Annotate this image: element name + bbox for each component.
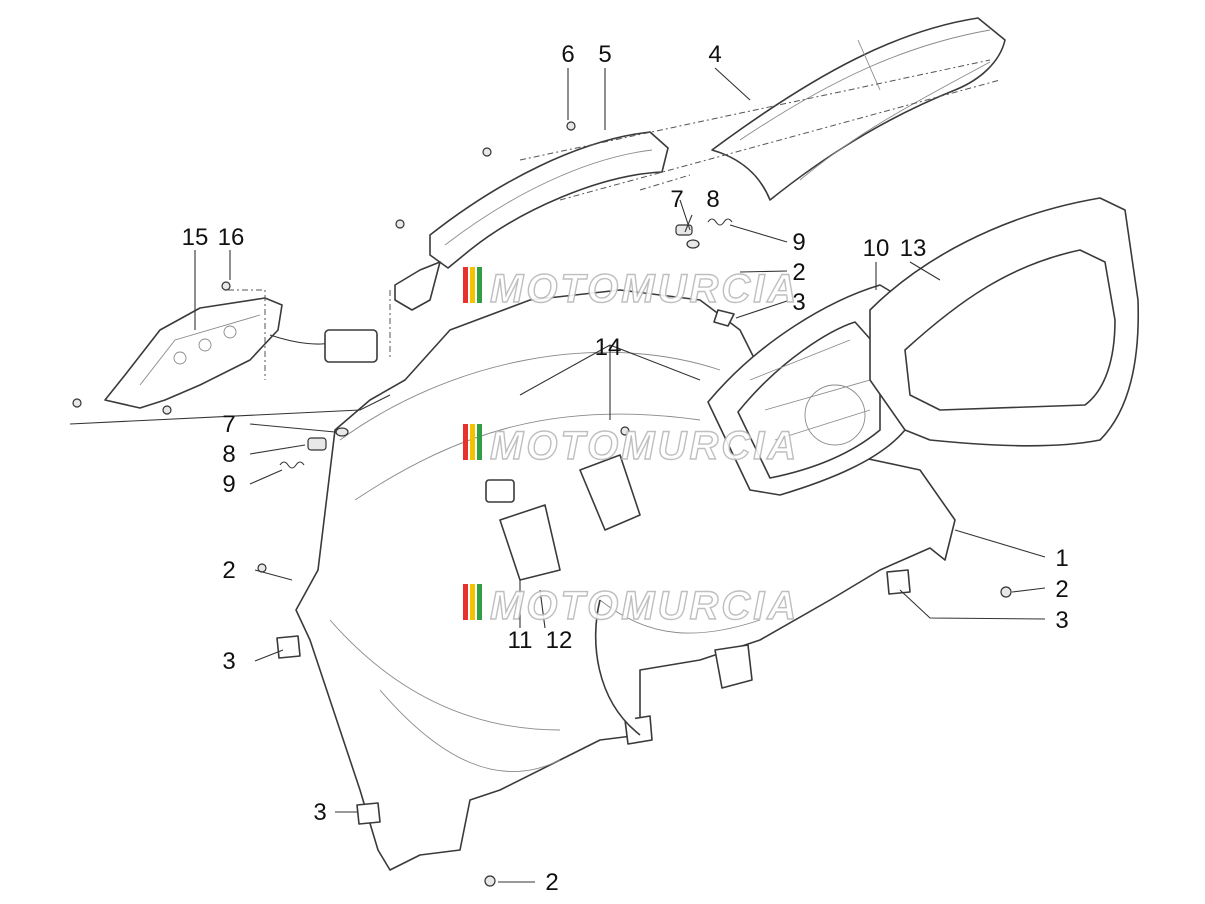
label-2-left: 2	[222, 557, 235, 584]
part-5-upper-trim	[394, 131, 669, 311]
label-8-upper: 8	[706, 186, 719, 213]
label-8-left: 8	[222, 441, 235, 468]
watermark-bottom: MOTOMURCIA	[463, 583, 799, 629]
part-number-labels: 6 5 4 7 8 9 2 3 10 13 1 2 3 15 16 14 7 8…	[182, 41, 1069, 896]
watermark-middle: MOTOMURCIA	[463, 423, 799, 469]
label-1: 1	[1055, 545, 1068, 572]
label-2-right: 2	[1055, 576, 1068, 603]
part-13-bezel	[869, 197, 1140, 447]
label-9-upper: 9	[792, 229, 805, 256]
label-3-right: 3	[1055, 607, 1068, 634]
label-6: 6	[561, 41, 574, 68]
label-2-bottom: 2	[545, 869, 558, 896]
label-3-left: 3	[222, 648, 235, 675]
fasteners	[72, 121, 1012, 887]
part-10-instrument-cluster	[707, 284, 906, 496]
label-14: 14	[595, 334, 622, 361]
label-3-bottom: 3	[313, 799, 326, 826]
leader-lines	[69, 67, 1046, 883]
label-4: 4	[708, 41, 721, 68]
assembly-lines	[228, 59, 1001, 380]
label-12: 12	[546, 627, 573, 654]
label-11: 11	[508, 627, 533, 654]
label-10: 10	[863, 235, 890, 262]
part-15-tail-light	[104, 297, 378, 409]
label-3-upper: 3	[792, 289, 805, 316]
watermark-text-top: MOTOMURCIA	[490, 267, 799, 311]
label-16: 16	[218, 224, 245, 251]
label-5: 5	[598, 41, 611, 68]
label-7-upper: 7	[670, 186, 683, 213]
watermark-text-bottom: MOTOMURCIA	[490, 584, 799, 628]
watermark-top: MOTOMURCIA	[463, 266, 799, 312]
part-4-top-cover	[711, 17, 1006, 201]
label-9-left: 9	[222, 471, 235, 498]
label-13: 13	[900, 235, 927, 262]
watermark-text-middle: MOTOMURCIA	[490, 424, 799, 468]
label-15: 15	[182, 224, 209, 251]
label-7-left: 7	[222, 411, 235, 438]
label-2-upper: 2	[792, 259, 805, 286]
